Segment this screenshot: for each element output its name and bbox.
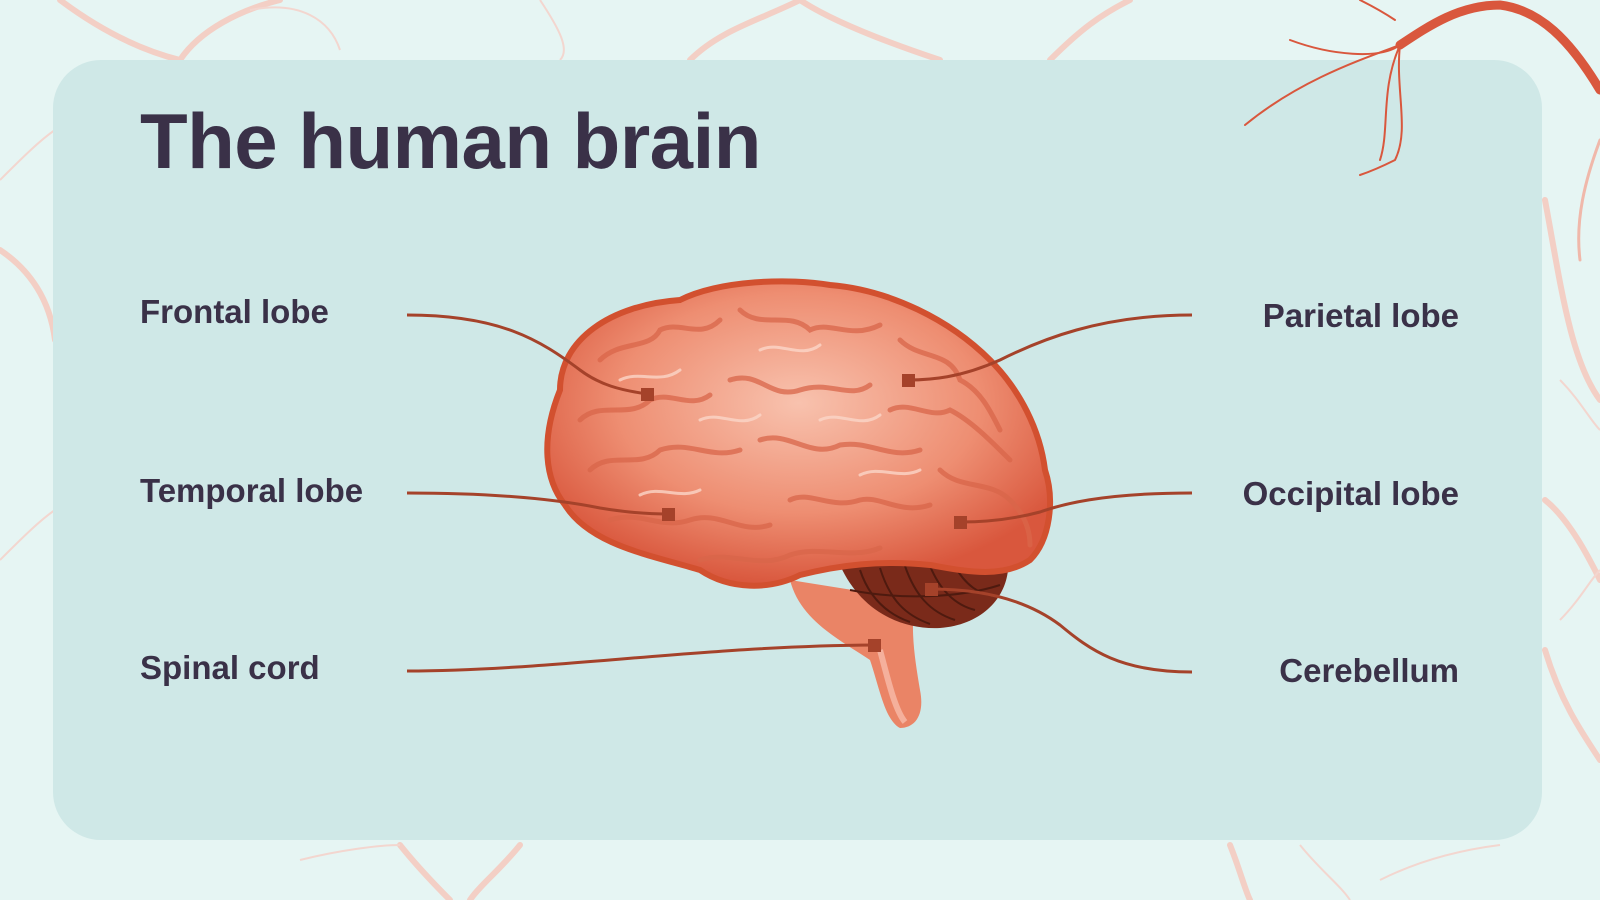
page-title: The human brain	[140, 97, 761, 185]
temporal-marker	[662, 508, 675, 521]
label-frontal-lobe: Frontal lobe	[140, 293, 329, 330]
label-occipital-lobe: Occipital lobe	[1242, 475, 1459, 512]
label-cerebellum: Cerebellum	[1279, 652, 1459, 689]
cerebellum-leader-line	[930, 587, 1193, 674]
occipital-leader-line	[959, 491, 1193, 524]
label-temporal-lobe: Temporal lobe	[140, 472, 364, 509]
cerebellum-marker	[925, 583, 938, 596]
temporal-leader-line	[406, 491, 669, 516]
frontal-marker	[641, 388, 654, 401]
spinal-leader-line	[406, 643, 875, 673]
leader-lines	[406, 313, 1193, 674]
spinal-marker	[868, 639, 881, 652]
label-spinal-cord: Spinal cord	[140, 649, 320, 686]
label-parietal-lobe: Parietal lobe	[1262, 297, 1459, 334]
cerebrum	[544, 278, 1053, 589]
frontal-leader-line	[406, 313, 648, 396]
cerebellum	[840, 559, 1008, 629]
parietal-marker	[902, 374, 915, 387]
occipital-marker	[954, 516, 967, 529]
marker-points	[641, 374, 967, 652]
parietal-leader-line	[907, 313, 1193, 382]
